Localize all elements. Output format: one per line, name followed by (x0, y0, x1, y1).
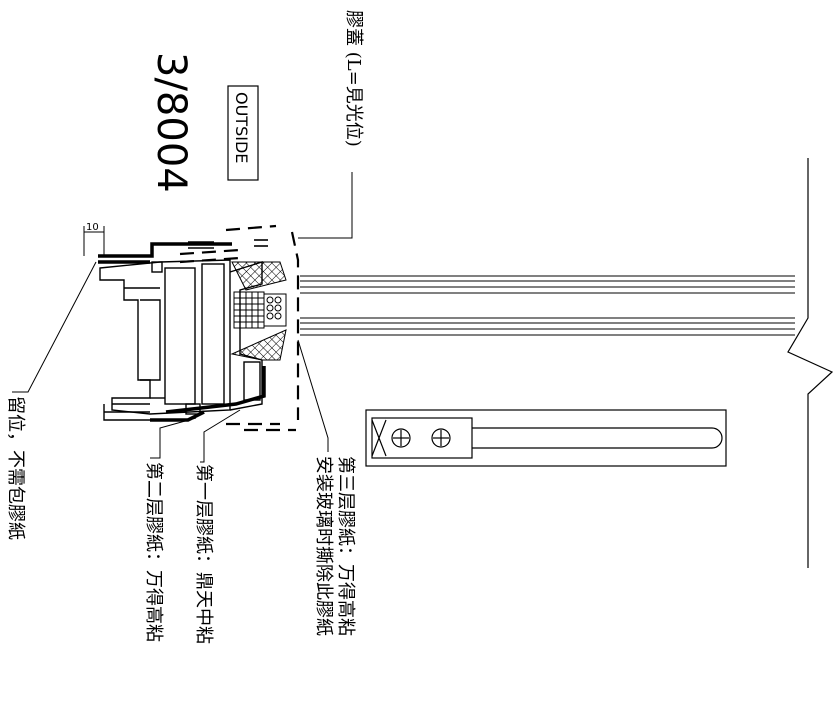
gaskets (230, 261, 287, 361)
layer2-label: 第二层膠紙：万得高粘 (143, 462, 164, 642)
layer1-label: 第一层膠紙：鼎天中粘 (193, 464, 214, 644)
layer3-label-line1: 第三层膠紙：万得高粘 (335, 456, 356, 636)
outside-tag: OUTSIDE (232, 92, 251, 163)
glue-cap-label: 膠蓋 (L=見光位) (343, 10, 364, 147)
break-line (787, 158, 834, 568)
screw-icon (391, 428, 411, 448)
reserve-label: 留位，不需包膠紙 (5, 396, 26, 540)
setting-block (233, 291, 287, 329)
drawing-number: 3/8004 (148, 52, 194, 193)
section-marks (188, 239, 268, 249)
dimension-10-label: 10 (86, 222, 99, 233)
glass-panes (300, 275, 795, 336)
layer3-label-line2: 安装玻璃时撕除此膠紙 (313, 456, 334, 636)
outside-tag-box (227, 85, 259, 181)
glue-cap-outline (179, 224, 300, 432)
frame-profile (99, 259, 263, 421)
leader-lines (12, 172, 353, 463)
channel-section (365, 409, 727, 467)
dimension-10 (83, 226, 105, 256)
screw-icon (431, 428, 451, 448)
